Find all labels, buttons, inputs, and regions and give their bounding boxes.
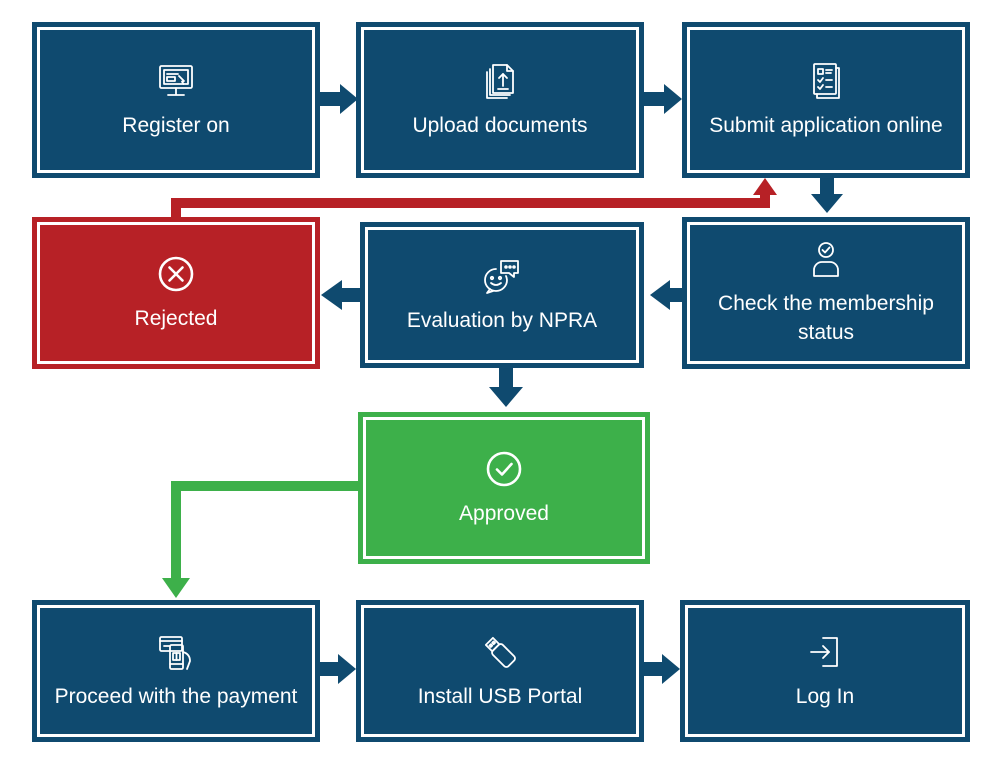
usb-to-login-connector (644, 654, 680, 684)
upload-step-frame (356, 22, 644, 178)
evaluation-step-frame (360, 222, 644, 368)
upload-to-submit-connector (644, 84, 682, 114)
submit-step: Submit application online (687, 27, 965, 173)
rejected-to-submit-connector (171, 188, 770, 222)
user-check-icon (813, 242, 839, 277)
submit-step-frame (682, 22, 970, 178)
check-circle-icon (486, 451, 522, 486)
checklist-form-icon (813, 62, 840, 99)
mobile-payment-icon (159, 635, 191, 670)
usb-step-label: Install USB Portal (417, 684, 583, 708)
chat-bubbles-icon (484, 259, 519, 294)
register-step-frame (32, 22, 320, 178)
login-step-frame (680, 600, 970, 742)
register-step: Register on (37, 27, 315, 173)
check-step: Check the membership status (687, 222, 965, 364)
approved-step: Approved (363, 417, 645, 559)
check-step-label: Check the membership status (718, 292, 934, 344)
document-upload-icon (486, 63, 514, 99)
evaluation-to-rejected-connector (321, 280, 360, 310)
login-icon (810, 636, 838, 667)
submit-step-label: Submit application online (709, 113, 943, 137)
check-step-frame (682, 217, 970, 369)
usb-drive-icon (484, 636, 516, 668)
login-step-label: Log In (795, 684, 855, 708)
approved-step-label: Approved (459, 501, 549, 525)
rejected-to-submit-arrowhead (753, 178, 777, 195)
register-to-upload-connector (320, 84, 358, 114)
payment-step: Proceed with the payment (37, 605, 315, 737)
upload-step: Upload documents (361, 27, 639, 173)
approved-to-payment-arrowhead (162, 578, 190, 598)
x-circle-icon (158, 256, 194, 291)
submit-to-check-connector (811, 178, 843, 213)
approved-step-frame (358, 412, 650, 564)
evaluation-step: Evaluation by NPRA (365, 227, 639, 363)
payment-step-frame (32, 600, 320, 742)
computer-icon (159, 64, 193, 96)
evaluation-to-approved-connector (489, 368, 523, 407)
check-to-evaluation-connector (650, 280, 685, 310)
payment-to-usb-connector (320, 654, 356, 684)
payment-step-label: Proceed with the payment (54, 684, 298, 708)
upload-step-label: Upload documents (412, 113, 588, 137)
login-step: Log In (685, 605, 965, 737)
register-step-label: Register on (122, 113, 230, 137)
evaluation-step-label: Evaluation by NPRA (406, 308, 598, 332)
rejected-step-label: Rejected (134, 306, 218, 330)
rejected-step-frame (32, 217, 320, 369)
usb-step: Install USB Portal (361, 605, 639, 737)
approved-to-payment-connector (171, 481, 358, 582)
rejected-step: Rejected (37, 222, 315, 364)
usb-step-frame (356, 600, 644, 742)
